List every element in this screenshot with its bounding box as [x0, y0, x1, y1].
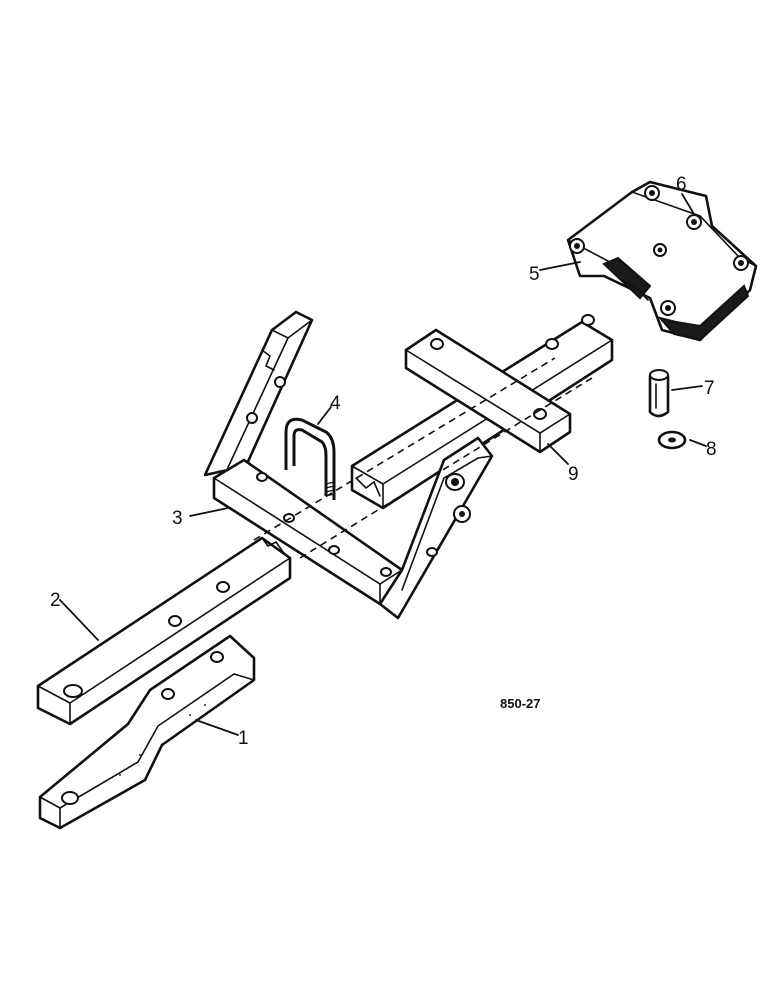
callout-5: 5 [529, 264, 540, 285]
callout-2: 2 [50, 590, 61, 611]
part-9-bar-assembly [350, 314, 614, 510]
callout-6: 6 [676, 174, 687, 195]
callout-8: 8 [706, 439, 717, 460]
part-1-offset-drawbar [38, 634, 256, 830]
alignment-lines [253, 357, 593, 559]
callout-7: 7 [704, 378, 715, 399]
part-5-hitch-plate [566, 180, 758, 342]
figure-code: 850-27 [500, 696, 540, 711]
part-3-frame-bracket [203, 310, 494, 620]
part-7-pin [648, 369, 670, 418]
part-2-drawbar [36, 536, 292, 726]
leader-lines [59, 193, 707, 736]
part-8-washer [657, 430, 687, 450]
callout-1: 1 [238, 728, 249, 749]
part-4-u-bolt [284, 417, 336, 500]
callout-4: 4 [330, 393, 341, 414]
callout-9: 9 [568, 464, 579, 485]
callout-labels: 1 2 3 4 5 6 7 8 9 [50, 174, 717, 749]
callout-3: 3 [172, 508, 183, 529]
